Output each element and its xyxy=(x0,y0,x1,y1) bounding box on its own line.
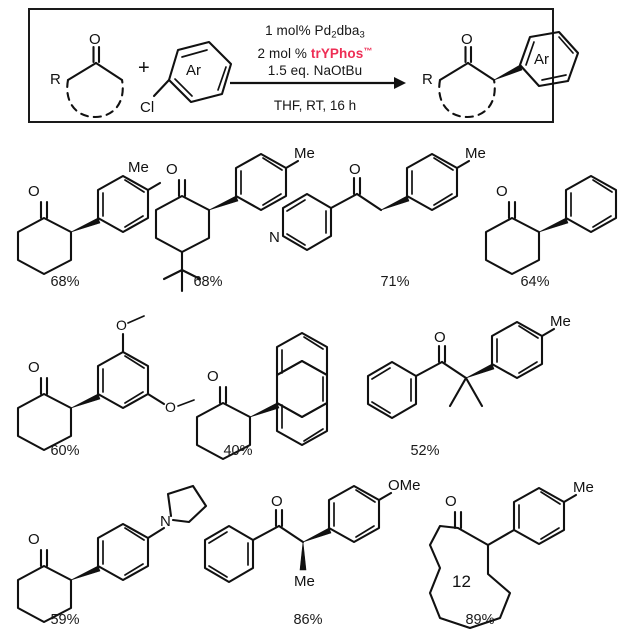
atom-label-Ar: Ar xyxy=(534,51,549,68)
product-structure-p10: O 12 Me xyxy=(418,479,618,630)
structure-generic-product: O R Ar xyxy=(408,22,580,122)
atom-label-O: O xyxy=(496,183,508,200)
product-structure-p1: O Me xyxy=(8,159,162,276)
atom-label-O: O xyxy=(445,493,457,510)
yield-label-p3: 71% xyxy=(380,274,410,290)
condition-line-ligand: 2 mol % trYPhos™ xyxy=(257,46,373,62)
atom-label-O: O xyxy=(28,359,40,376)
atom-label-Me: Me xyxy=(294,573,315,590)
yield-label-p7: 52% xyxy=(410,443,440,459)
atom-label-R: R xyxy=(422,71,433,88)
reaction-conditions-above-arrow: 1 mol% Pd2dba3 2 mol % trYPhos™ 1.5 eq. … xyxy=(230,22,400,79)
atom-label-Me: Me xyxy=(128,159,149,176)
atom-label-O: O xyxy=(28,531,40,548)
atom-label-OMe: OMe xyxy=(388,477,421,494)
atom-label-R: R xyxy=(50,71,61,88)
atom-label-O: O xyxy=(434,329,446,346)
yield-label-p5: 60% xyxy=(50,443,80,459)
atom-label-N: N xyxy=(160,513,171,530)
plus-glyph: + xyxy=(138,57,150,79)
yield-label-p10: 89% xyxy=(465,612,495,628)
reaction-conditions-below-arrow: THF, RT, 16 h xyxy=(273,98,357,113)
atom-label-O-right: O xyxy=(165,399,176,415)
product-structure-p5: O O O xyxy=(8,315,195,452)
reaction-conditions-box xyxy=(28,8,554,123)
atom-label-Me: Me xyxy=(465,145,486,162)
atom-label-O: O xyxy=(89,31,101,48)
yield-label-p2: 68% xyxy=(193,274,223,290)
atom-label-O: O xyxy=(271,493,283,510)
product-structure-p3: N O Me xyxy=(269,145,486,275)
plus-sign-1: + xyxy=(136,55,156,81)
atom-label-O: O xyxy=(207,368,219,385)
atom-label-O-upper: O xyxy=(116,317,127,333)
atom-label-N: N xyxy=(269,229,280,246)
product-structure-p4: O xyxy=(480,168,618,278)
atom-label-O: O xyxy=(28,183,40,200)
ligand-brand-name: trYPhos xyxy=(310,46,364,62)
product-structure-p7: O Me xyxy=(366,313,580,446)
product-structure-p9: O Me OMe xyxy=(203,477,421,613)
atom-label-O: O xyxy=(461,31,473,48)
yield-label-p4: 64% xyxy=(520,274,550,290)
atom-label-O: O xyxy=(166,161,178,178)
ring-size-label: 12 xyxy=(452,572,471,591)
product-structure-p8: O N xyxy=(8,484,208,624)
atom-label-Cl: Cl xyxy=(140,99,154,116)
yield-label-p8: 59% xyxy=(50,612,80,628)
structure-starting-ketone: O R xyxy=(36,22,151,122)
atom-label-O: O xyxy=(349,161,361,178)
reaction-arrow xyxy=(228,74,406,92)
yield-label-p1: 68% xyxy=(50,274,80,290)
product-structure-p6: O xyxy=(195,318,355,461)
atom-label-Me: Me xyxy=(294,145,315,162)
product-structure-p2: O Me xyxy=(148,145,315,293)
condition-line-base: 1.5 eq. NaOtBu xyxy=(267,63,363,79)
structure-aryl-chloride: Cl Ar xyxy=(140,28,242,120)
atom-label-Me: Me xyxy=(550,313,571,330)
yield-label-p6: 40% xyxy=(223,443,253,459)
condition-line-catalyst: 1 mol% Pd2dba3 xyxy=(265,23,365,41)
yield-label-p9: 86% xyxy=(293,612,323,628)
atom-label-Ar: Ar xyxy=(186,62,201,79)
atom-label-Me: Me xyxy=(573,479,594,496)
